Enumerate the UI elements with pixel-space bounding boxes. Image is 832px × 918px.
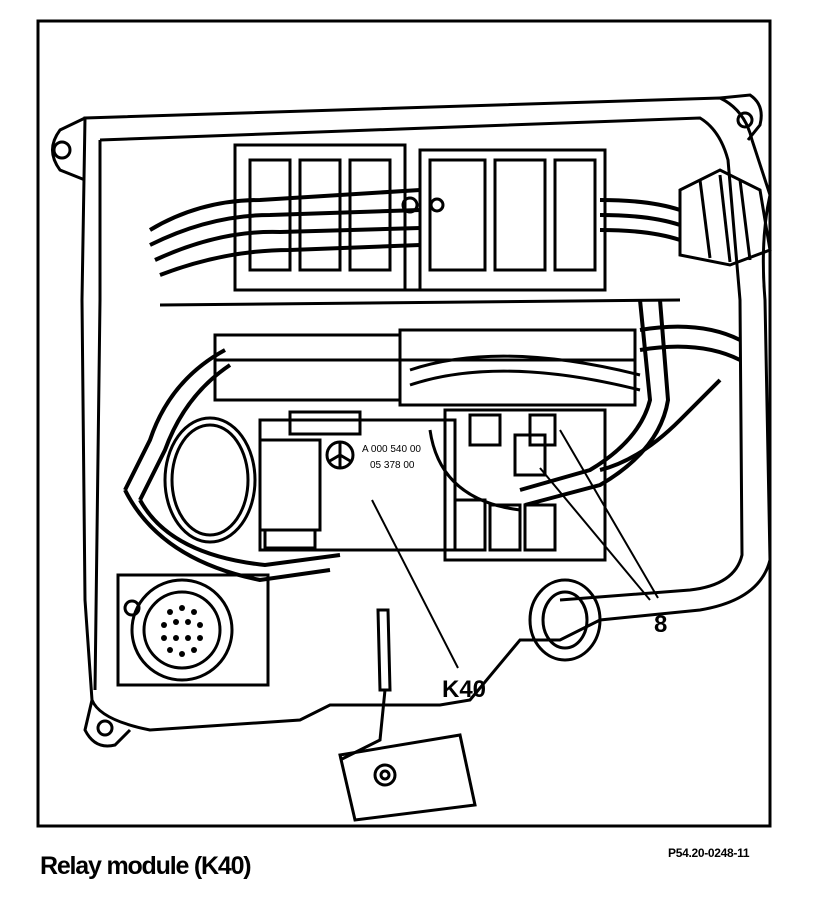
relay-module-k40 — [258, 410, 457, 552]
top-connector-block — [159, 143, 681, 307]
callout-k40: K40 — [442, 676, 486, 703]
ring-clamp — [528, 578, 602, 662]
leader-8-a — [539, 467, 651, 601]
ground-strap — [338, 608, 477, 822]
round-connector-pins — [161, 605, 203, 657]
figure-frame — [36, 19, 772, 828]
callout-8: 8 — [654, 611, 667, 638]
middle-connector-row — [213, 328, 641, 407]
leader-lines — [371, 429, 659, 669]
leader-k40 — [371, 499, 459, 669]
figure-caption: Relay module (K40) — [40, 852, 252, 880]
part-marking-line2: 05 378 00 — [370, 460, 415, 471]
round-connector — [116, 573, 270, 687]
wire-harness-left — [123, 348, 341, 583]
leader-8-b — [559, 429, 659, 599]
grommet — [163, 416, 257, 544]
part-marking-line1: A 000 540 00 — [362, 444, 421, 455]
reference-code: P54.20-0248-11 — [668, 846, 750, 860]
side-plug — [678, 168, 772, 267]
relay-block — [428, 408, 607, 562]
housing — [80, 96, 772, 732]
wire-harness-top — [148, 188, 681, 277]
mounting-ears — [51, 93, 763, 748]
